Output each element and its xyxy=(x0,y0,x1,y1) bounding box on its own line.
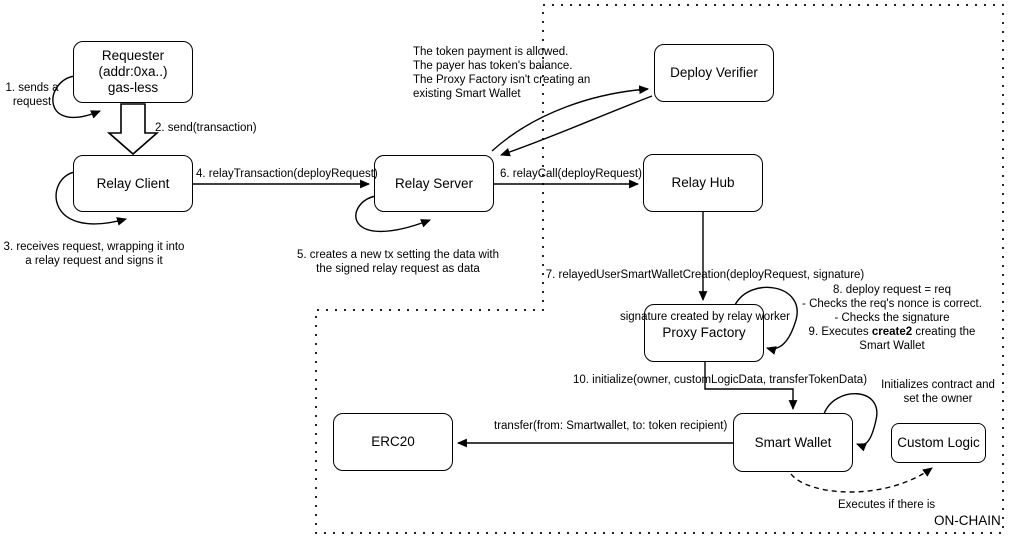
label-step7-line2: signature created by relay worker xyxy=(619,311,791,323)
label-checks-note: 8. deploy request = req - Checks the req… xyxy=(788,283,996,353)
label-step2-send-transaction: 2. send(transaction) xyxy=(155,122,257,134)
node-smart-wallet: Smart Wallet xyxy=(733,413,853,472)
node-proxy-factory: Proxy Factory xyxy=(644,304,764,362)
label-executes-if-there-is: Executes if there is xyxy=(838,499,936,511)
initialize-elbow-arrow xyxy=(704,362,798,411)
label-step7-line1: 7. relayedUserSmartWalletCreation(deploy… xyxy=(545,269,865,281)
label-initializes-contract-note: Initializes contract and set the owner xyxy=(881,379,995,405)
label-checks-line1: 8. deploy request = req xyxy=(833,284,951,296)
label-checks-line5: Smart Wallet xyxy=(859,340,925,352)
label-on-chain: ON-CHAIN xyxy=(934,513,1001,528)
on-chain-boundary xyxy=(315,4,1004,534)
label-verifier-note: The token payment is allowed. The payer … xyxy=(413,46,591,100)
send-transaction-block-arrow xyxy=(106,103,160,156)
label-step1-sends-request: 1. sends a request xyxy=(5,82,59,108)
label-checks-line3: - Checks the signature xyxy=(834,312,950,324)
label-checks-line2: - Checks the req's nonce is correct. xyxy=(802,298,982,310)
label-step5-creates-new-tx: 5. creates a new tx setting the data wit… xyxy=(296,249,499,275)
verifier-response-arc-arrow xyxy=(500,95,653,157)
executes-custom-logic-dashed-arrow xyxy=(790,467,933,493)
verifier-request-arc-arrow xyxy=(491,85,650,152)
proxy-factory-self-loop-arrow xyxy=(734,286,798,355)
relay-client-self-loop-arrow xyxy=(55,171,128,226)
node-custom-logic: Custom Logic xyxy=(891,423,986,463)
label-step4-relay-transaction: 4. relayTransaction(deployRequest) xyxy=(196,168,378,180)
node-deploy-verifier: Deploy Verifier xyxy=(654,44,774,102)
node-relay-client: Relay Client xyxy=(73,155,193,212)
label-step7-relayed-creation: 7. relayedUserSmartWalletCreation(deploy… xyxy=(545,240,865,352)
label-transfer: transfer(from: Smartwallet, to: token re… xyxy=(494,420,728,432)
label-step10-initialize: 10. initialize(owner, customLogicData, t… xyxy=(573,374,868,386)
node-erc20: ERC20 xyxy=(333,413,453,471)
requester-self-loop-arrow xyxy=(52,75,101,119)
relay-server-self-loop-arrow xyxy=(355,195,431,233)
label-step3-receives-request: 3. receives request, wrapping it into a … xyxy=(3,241,185,267)
smart-wallet-self-loop-arrow xyxy=(823,393,878,452)
label-checks-line4: 9. Executes create2 creating the xyxy=(808,326,976,338)
node-relay-hub: Relay Hub xyxy=(643,154,763,212)
node-requester: Requester (addr:0xa..) gas-less xyxy=(73,41,193,103)
label-create2-bold: create2 xyxy=(871,326,913,338)
label-step6-relay-call: 6. relayCall(deployRequest) xyxy=(500,168,642,180)
node-relay-server: Relay Server xyxy=(374,155,494,212)
